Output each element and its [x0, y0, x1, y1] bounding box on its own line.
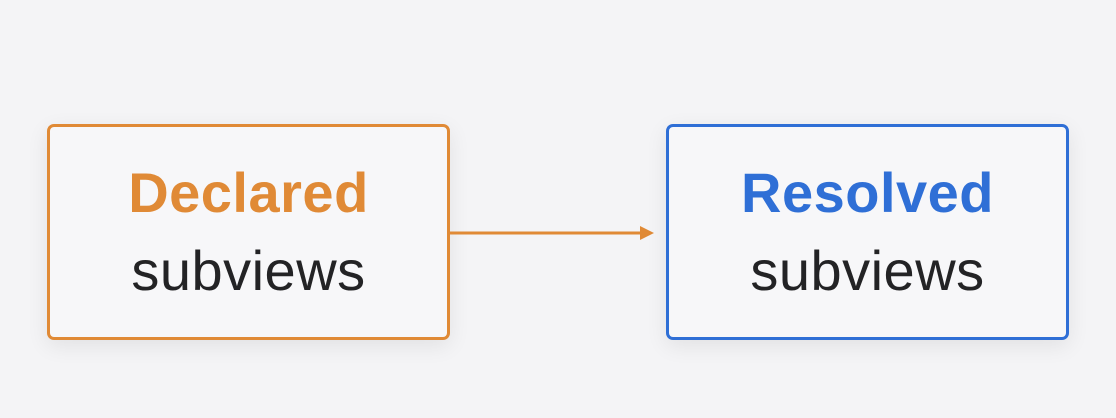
resolved-title: Resolved: [741, 161, 994, 224]
resolved-subviews-box: Resolved subviews: [666, 124, 1069, 340]
declared-title: Declared: [128, 161, 369, 224]
declared-subtitle: subviews: [131, 239, 366, 302]
arrow-head-icon: [640, 226, 654, 240]
arrow-connector: [448, 226, 654, 240]
resolved-subtitle: subviews: [750, 239, 985, 302]
declared-subviews-box: Declared subviews: [47, 124, 450, 340]
